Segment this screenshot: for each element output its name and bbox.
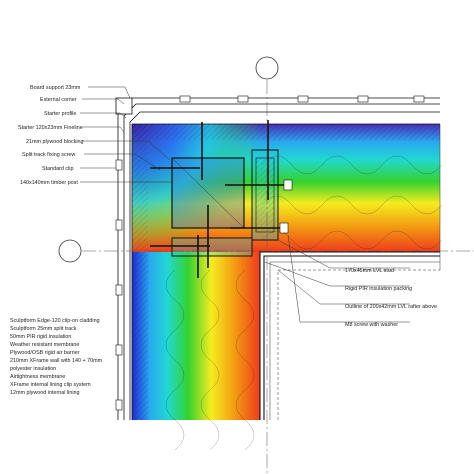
- insulation-waves-roof: [261, 155, 443, 250]
- callout-timber-post: 140x140mm timber post: [20, 180, 78, 186]
- svg-text:12mm plywood internal lining: 12mm plywood internal lining: [10, 390, 80, 396]
- svg-text:Plywood/OSB rigid air barrier: Plywood/OSB rigid air barrier: [10, 350, 80, 356]
- callout-standard-clip: Standard clip: [42, 166, 73, 172]
- callout-board-support: Board support 23mm: [30, 85, 81, 91]
- rafter-outline: [269, 261, 440, 420]
- plywood-blocking: [171, 237, 253, 257]
- callout-pir-packing: Rigid PIR insulation packing: [345, 286, 412, 292]
- grid-marker-top: [255, 56, 279, 474]
- svg-text:50mm PIR rigid insulation: 50mm PIR rigid insulation: [10, 334, 71, 340]
- pir-layer-roof: [132, 124, 440, 140]
- wall-buildup-list: Sculptform Edge-120 clip-on cladding Scu…: [10, 318, 103, 396]
- svg-text:210mm XFrame wall with 140 + 7: 210mm XFrame wall with 140 + 70mm: [10, 358, 103, 364]
- callout-m8-screw: M8 screw with washer: [345, 322, 398, 328]
- callout-rafter-outline: Outline of 200x42mm LVL rafter above: [345, 304, 437, 310]
- callout-split-track-screw: Split track fixing screw: [22, 152, 75, 158]
- svg-text:XFrame internal lining clip sy: XFrame internal lining clip system: [10, 382, 91, 388]
- callout-starter-fineline: Starter 120x23mm Fineline: [18, 125, 83, 131]
- insulation-waves-wall: [165, 269, 255, 451]
- callout-starter-profile: Starter profile: [44, 111, 76, 117]
- grid-marker-left: [58, 239, 474, 263]
- pir-layer-wall: [132, 124, 148, 420]
- right-callouts: 170x45mm LVL stud Rigid PIR insulation p…: [264, 234, 437, 328]
- svg-text:Sculptform 25mm split track: Sculptform 25mm split track: [10, 326, 77, 332]
- interior-space: [262, 254, 474, 474]
- callout-lvl-stud: 170x45mm LVL stud: [345, 268, 394, 274]
- fixing-screws: [150, 120, 290, 278]
- svg-text:polyester insulation: polyester insulation: [10, 366, 56, 372]
- cladding-clips-wall: [115, 159, 123, 411]
- left-callouts: Board support 23mm External corner Start…: [18, 85, 172, 186]
- cladding-clips-roof: [179, 95, 425, 103]
- callout-plywood-blocking: 21mm plywood blocking: [26, 139, 84, 145]
- svg-text:Sculptform Edge-120 clip-on cl: Sculptform Edge-120 clip-on cladding: [10, 318, 100, 324]
- external-corner-piece: [115, 97, 133, 115]
- svg-text:Weather resistant membrane: Weather resistant membrane: [10, 342, 79, 348]
- internal-lining: [259, 251, 440, 420]
- svg-text:Airtightness membrane: Airtightness membrane: [10, 374, 65, 380]
- callout-external-corner: External corner: [40, 97, 77, 103]
